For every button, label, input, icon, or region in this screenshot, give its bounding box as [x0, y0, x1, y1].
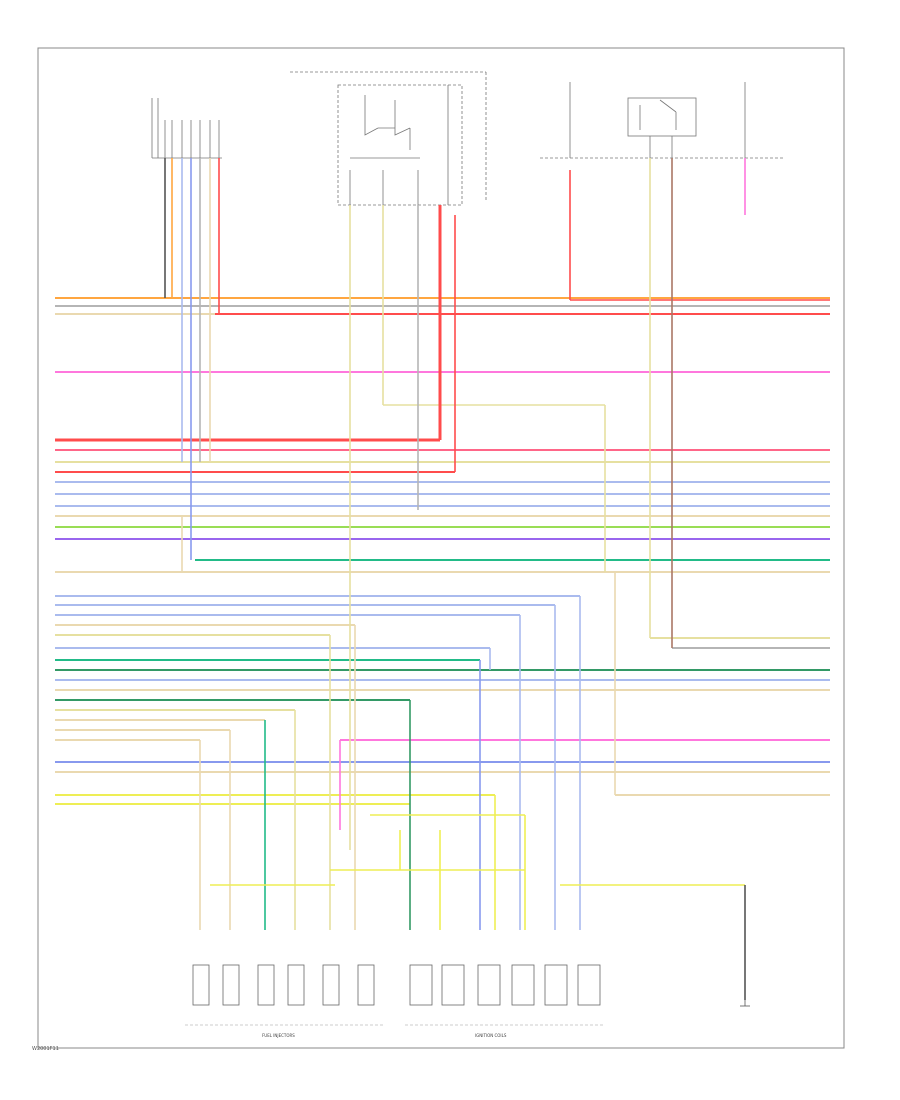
- top-components: [151, 71, 785, 206]
- injector-5: [322, 964, 340, 1006]
- injector-6: [357, 964, 375, 1006]
- ground-icon: [740, 1000, 750, 1007]
- relay-switch: [364, 95, 411, 150]
- relay-box: [337, 84, 463, 206]
- injector-1: [192, 964, 210, 1006]
- harness-wires: [55, 297, 830, 805]
- coil-2: [441, 964, 465, 1006]
- ignition-coils-label: IGNITION COILS: [475, 1033, 507, 1038]
- coil-6: [577, 964, 601, 1006]
- vertical-wires: [164, 158, 830, 1000]
- coil-5: [544, 964, 568, 1006]
- injector-3: [257, 964, 275, 1006]
- coil-1: [409, 964, 433, 1006]
- fuel-injectors-label: FUEL INJECTORS: [262, 1033, 295, 1038]
- diagram-frame: [37, 47, 845, 1049]
- relay-box-right: [627, 97, 697, 137]
- sensor-connector-left: [151, 98, 159, 158]
- coil-4: [511, 964, 535, 1006]
- injector-4: [287, 964, 305, 1006]
- ignition-coil-row: [409, 964, 601, 1006]
- coil-3: [477, 964, 501, 1006]
- fuel-injector-row: [192, 964, 375, 1006]
- figure-code: W2001F11: [32, 1046, 59, 1052]
- injector-2: [222, 964, 240, 1006]
